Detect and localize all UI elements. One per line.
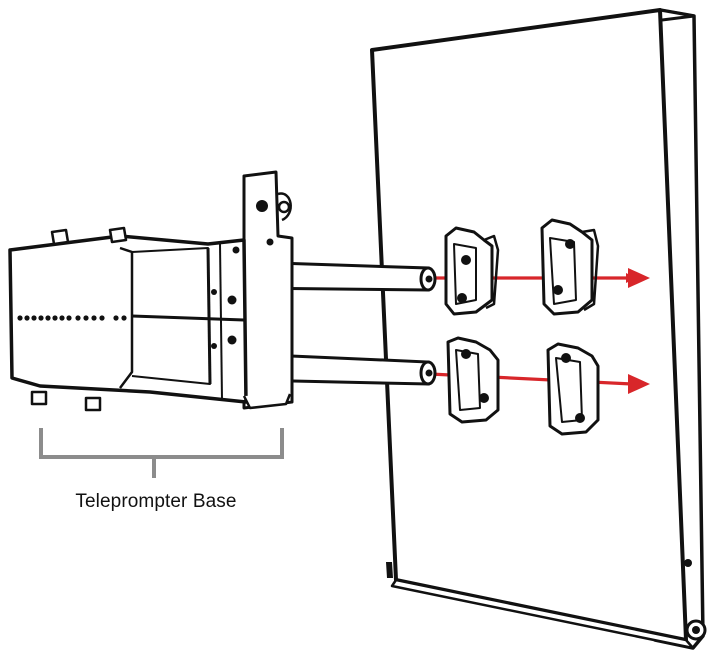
- teleprompter-base: [8, 170, 294, 412]
- rail-clamp-right: [540, 218, 600, 436]
- rail-clamp-left: [444, 226, 500, 424]
- monitor-panel: [370, 8, 707, 650]
- base-callout-bracket: [39, 428, 284, 478]
- teleprompter-base-label: Teleprompter Base: [75, 491, 237, 512]
